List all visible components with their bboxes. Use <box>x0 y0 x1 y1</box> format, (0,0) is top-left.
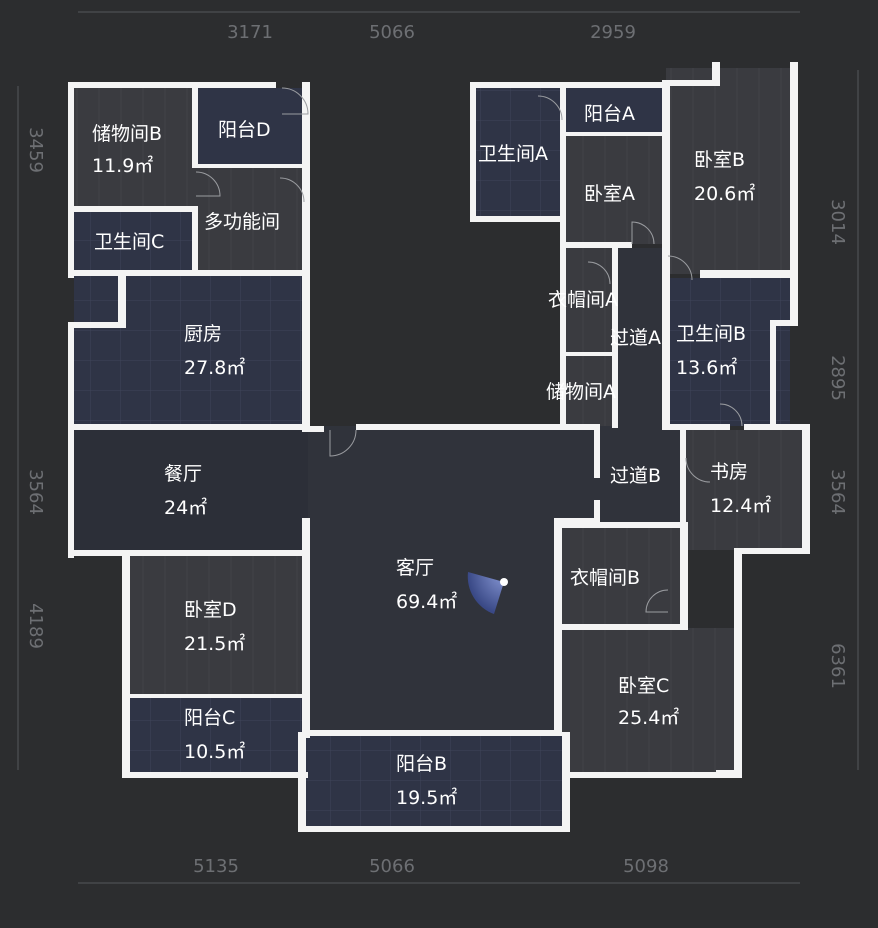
room-name-balcony-a: 阳台A <box>584 103 635 125</box>
floor-balcony-a <box>564 88 666 136</box>
dim-top-3: 2959 <box>590 22 636 43</box>
dim-left-1: 3459 <box>25 127 46 173</box>
room-area-study: 12.4㎡ <box>710 494 771 517</box>
dimension-top: 3171 5066 2959 <box>227 22 636 43</box>
floor-kitchen <box>74 274 308 426</box>
dimension-lines <box>17 11 859 884</box>
room-area-dining: 24㎡ <box>164 496 207 519</box>
dim-left-3: 4189 <box>25 603 46 649</box>
floor-living <box>308 426 558 734</box>
floor-closet-b <box>562 524 680 628</box>
floor-multi-room <box>196 166 308 272</box>
room-name-corridor-a: 过道A <box>610 327 661 349</box>
dim-bottom-2: 5066 <box>369 856 415 877</box>
floor-balcony-b <box>304 734 566 828</box>
floors <box>74 68 806 828</box>
room-area-kitchen: 27.8㎡ <box>184 356 245 379</box>
room-name-bedroom-a: 卧室A <box>584 183 635 205</box>
room-name-living: 客厅 <box>396 557 434 579</box>
room-name-closet-a: 衣帽间A <box>548 289 618 311</box>
dim-left-2: 3564 <box>25 469 46 515</box>
view-cone-icon[interactable] <box>467 572 508 614</box>
walls <box>68 62 810 832</box>
floor-bath-b <box>668 278 790 426</box>
floor-bedroom-d <box>128 552 308 698</box>
door-bedroom-b <box>667 255 693 281</box>
door-study <box>685 457 711 483</box>
door-bath-a <box>537 95 563 121</box>
room-name-multi-room: 多功能间 <box>204 211 280 233</box>
doors <box>195 87 743 613</box>
door-balcony-d <box>281 87 309 115</box>
door-multi-room-2 <box>279 177 305 203</box>
door-bath-b <box>719 403 743 427</box>
floor-corridor-a <box>618 248 666 426</box>
room-area-bedroom-b: 20.6㎡ <box>694 182 755 205</box>
room-name-closet-b: 衣帽间B <box>570 567 640 589</box>
dimension-bottom: 5135 5066 5098 <box>193 856 669 877</box>
room-area-bedroom-d: 21.5㎡ <box>184 632 245 655</box>
floor-corridor-b <box>558 426 680 522</box>
door-multi-room <box>195 171 221 197</box>
dim-bottom-1: 5135 <box>193 856 239 877</box>
room-area-bath-b: 13.6㎡ <box>676 356 737 379</box>
dim-bottom-3: 5098 <box>623 856 669 877</box>
room-area-balcony-b: 19.5㎡ <box>396 786 457 809</box>
floor-bedroom-c <box>562 628 738 774</box>
door-entry <box>329 429 357 457</box>
floor-bedroom-a <box>564 136 666 244</box>
room-labels: 储物间B 11.9㎡ 阳台D 多功能间 卫生间C 厨房 27.8㎡ 餐厅 24㎡… <box>92 103 771 809</box>
door-closet-b <box>645 589 669 613</box>
floor-dining <box>74 430 308 552</box>
room-name-kitchen: 厨房 <box>184 323 222 345</box>
room-name-bath-c: 卫生间C <box>94 231 164 253</box>
dim-top-1: 3171 <box>227 22 273 43</box>
room-name-study: 书房 <box>710 461 748 483</box>
room-area-balcony-c: 10.5㎡ <box>184 740 245 763</box>
room-name-storage-a: 储物间A <box>546 381 616 403</box>
floor-bath-a <box>476 88 564 216</box>
dim-right-3: 3564 <box>827 469 848 515</box>
door-closet-a <box>587 261 611 285</box>
room-name-bedroom-d: 卧室D <box>184 599 237 621</box>
dim-right-4: 6361 <box>827 643 848 689</box>
room-area-bedroom-c: 25.4㎡ <box>618 706 679 729</box>
room-name-corridor-b: 过道B <box>610 465 661 487</box>
door-bedroom-a <box>631 221 655 245</box>
room-name-bath-a: 卫生间A <box>478 143 548 165</box>
floor-storage-b <box>74 88 196 208</box>
room-name-bedroom-b: 卧室B <box>694 149 745 171</box>
room-name-bedroom-c: 卧室C <box>618 675 669 697</box>
floor-study <box>680 430 806 550</box>
room-name-bath-b: 卫生间B <box>676 323 746 345</box>
floor-bedroom-b <box>666 68 794 274</box>
dim-right-1: 3014 <box>827 199 848 245</box>
floor-balcony-d <box>196 88 308 166</box>
dimension-left: 3459 3564 4189 <box>25 127 46 649</box>
dimension-right: 3014 2895 3564 6361 <box>827 199 848 689</box>
floor-balcony-c <box>128 698 308 774</box>
dim-right-2: 2895 <box>827 355 848 401</box>
room-name-storage-b: 储物间B <box>92 123 162 145</box>
floor-bath-c <box>74 212 196 270</box>
room-name-dining: 餐厅 <box>164 463 202 485</box>
room-name-balcony-c: 阳台C <box>184 707 235 729</box>
room-name-balcony-d: 阳台D <box>218 119 271 141</box>
floor-closet-a <box>566 248 618 354</box>
floor-storage-a <box>566 356 618 426</box>
room-area-living: 69.4㎡ <box>396 590 457 613</box>
room-name-balcony-b: 阳台B <box>396 753 447 775</box>
dim-top-2: 5066 <box>369 22 415 43</box>
room-area-storage-b: 11.9㎡ <box>92 154 153 177</box>
